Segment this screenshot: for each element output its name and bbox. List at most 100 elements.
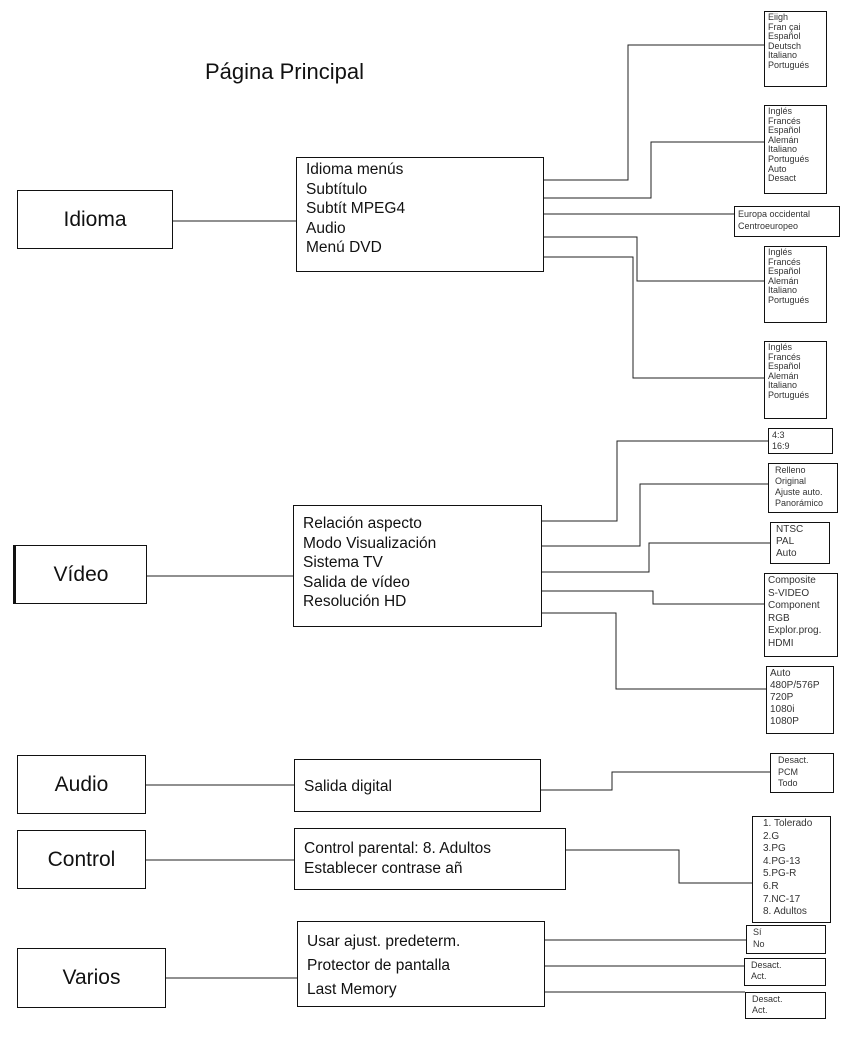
option-item: Portugués [768,59,810,70]
option-item: 1. Tolerado [763,818,813,829]
submenu-item: Establecer contrase añ [304,859,463,877]
connector-control-parental [565,849,752,884]
option-item: PCM [778,766,798,777]
submenu-idioma: Idioma menús Subtítulo Subtít MPEG4 Audi… [296,157,544,272]
option-item: Italiano [768,380,798,391]
submenu-audio: Salida digital [294,759,541,812]
option-item: 6.R [763,880,779,892]
option-item: Auto [770,668,791,679]
submenu-item: Protector de pantalla [307,957,451,974]
options-menu-dvd: Inglés Francés Español Alemán Italiano P… [764,341,827,419]
option-item: 1080i [770,704,795,715]
option-item: Sí [753,927,762,937]
option-item: Component [768,600,820,611]
option-item: Composite [768,575,816,586]
options-resolucion-hd: Auto 480P/576P 720P 1080i 1080P [766,666,834,734]
option-item: Español [768,361,801,372]
category-control-label: Control [47,847,116,871]
option-item: Auto [776,548,797,559]
option-item: Todo [778,778,798,788]
option-item: Explor.prog. [768,625,822,636]
option-item: Auto [768,163,787,174]
option-item: Desact [768,173,797,184]
option-item: 7.NC-17 [763,893,801,905]
options-last-memory: Desact. Act. [745,992,826,1019]
connector-modo-visualizacion [479,483,768,547]
options-subtitulo: Inglés Francés Español Alemán Italiano P… [764,105,827,194]
submenu-video: Relación aspecto Modo Visualización Sist… [293,505,542,627]
submenu-item: Idioma menús [306,161,404,178]
submenu-item: Last Memory [307,981,397,998]
option-item: 720P [770,692,794,703]
option-item: Alemán [768,370,799,381]
option-item: Italiano [768,285,798,296]
option-item: Act. [751,971,767,981]
options-sistema-tv: NTSC PAL Auto [770,522,830,564]
category-idioma: Idioma [17,190,173,249]
connector-sistema-tv [476,542,770,573]
options-audio-lang: Inglés Francés Español Alemán Italiano P… [764,246,827,323]
option-item: Deutsch [768,40,802,51]
category-idioma-label: Idioma [63,207,127,231]
options-protector: Desact. Act. [744,958,826,986]
option-item: RGB [768,612,790,624]
option-item: 5.PG-R [763,868,797,880]
option-item: Inglés [768,247,793,257]
option-item: Desact. [751,960,782,970]
option-item: 8. Adultos [763,906,807,918]
submenu-item: Subtítulo [306,180,368,198]
option-item: Original [775,476,807,486]
option-item: Italiano [768,144,798,155]
option-item: Act. [752,1005,768,1015]
option-item: 16:9 [772,440,790,451]
connector-salida-video [448,590,764,605]
option-item: Relleno [775,465,806,475]
option-item: Centroeuropeo [738,221,799,231]
options-idioma-menus: Eiigh Fran çai Español Deutsch Italiano … [764,11,827,87]
options-salida-video: Composite S-VIDEO Component RGB Explor.p… [764,573,838,657]
options-control-parental: 1. Tolerado 2.G 3.PG 4.PG-13 5.PG-R 6.R … [752,816,831,923]
option-item: Francés [768,351,801,362]
submenu-item: Modo Visualización [303,534,437,552]
option-item: Francés [768,256,801,267]
option-item: Portugués [768,294,810,305]
option-item: Francés [768,115,801,126]
submenu-item: Subtít MPEG4 [306,200,406,217]
submenu-item: Usar ajust. predeterm. [307,933,461,950]
category-varios-label: Varios [62,966,121,989]
submenu-item: Relación aspecto [303,515,422,532]
option-item: 1080P [770,716,799,727]
submenu-item: Menú DVD [306,239,382,256]
submenu-item: Control parental: 8. Adultos [304,840,491,857]
page-title: Página Principal [205,59,364,84]
options-subtit-mpeg4: Europa occidental Centroeuropeo [734,206,840,237]
option-item: S-VIDEO [768,587,810,599]
option-item: Eiigh [768,12,789,22]
submenu-item: Audio [306,219,346,237]
submenu-item: Salida digital [304,777,392,795]
category-control: Control [17,830,146,889]
options-modo-visualizacion: Relleno Original Ajuste auto. Panorámico [768,463,838,513]
category-video: Vídeo [13,545,147,604]
option-item: PAL [776,536,795,547]
option-item: Portugués [768,153,810,164]
options-relacion-aspecto: 4:3 16:9 [768,428,833,454]
category-video-label: Vídeo [53,562,109,586]
category-audio: Audio [17,755,146,814]
option-item: Alemán [768,134,799,145]
option-item: Español [768,31,801,42]
option-item: No [753,938,765,949]
option-item: 4.PG-13 [763,855,801,867]
option-item: Español [768,125,801,136]
option-item: NTSC [776,524,804,535]
option-item: Panorámico [775,498,824,508]
option-item: Ajuste auto. [775,487,823,497]
option-item: Inglés [768,106,793,116]
option-item: Español [768,266,801,277]
option-item: Desact. [752,994,783,1004]
submenu-item: Sistema TV [303,554,383,571]
option-item: 3.PG [763,843,786,855]
options-salida-digital: Desact. PCM Todo [770,753,834,793]
options-usar-ajust: Sí No [746,925,826,954]
option-item: 4:3 [772,430,785,440]
